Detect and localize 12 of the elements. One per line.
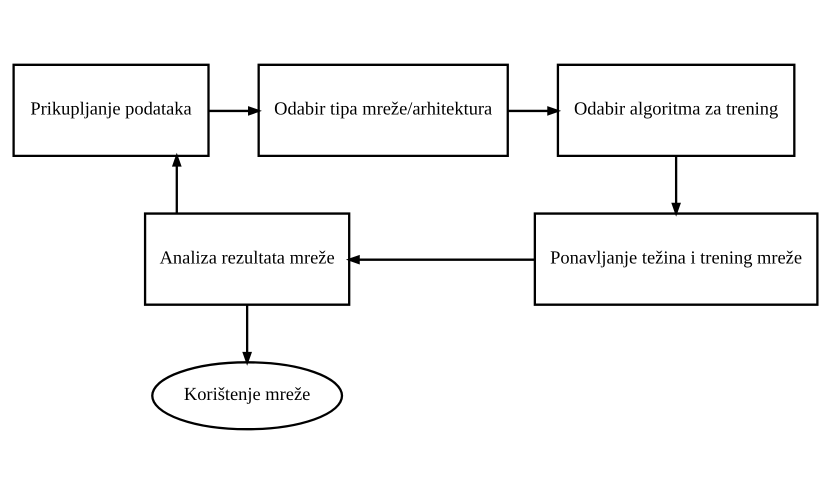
node-box: Odabir tipa mreže/arhitektura	[257, 63, 508, 157]
node-box: Ponavljanje težina i trening mreže	[533, 212, 818, 306]
arrow	[242, 304, 252, 366]
arrow	[670, 156, 680, 216]
arrow	[345, 254, 534, 264]
arrow	[171, 152, 182, 213]
arrow	[208, 106, 262, 116]
node-box: Analiza rezultata mreže	[143, 212, 350, 306]
node-box: Prikupljanje podataka	[12, 63, 210, 157]
node-ellipse: Korištenje mreže	[150, 360, 343, 430]
node-box: Odabir algoritma za trening	[556, 63, 795, 157]
arrow	[507, 106, 561, 116]
